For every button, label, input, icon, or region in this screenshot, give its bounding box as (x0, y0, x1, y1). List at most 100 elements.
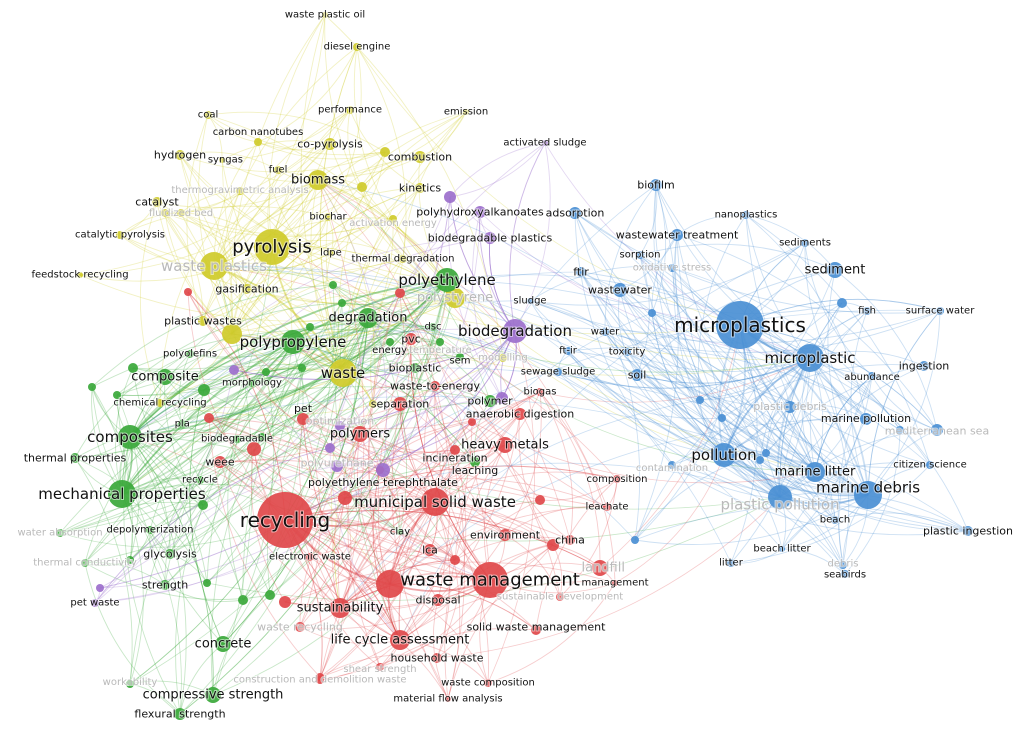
keyword-label[interactable]: household waste (390, 651, 485, 666)
keyword-node[interactable] (325, 443, 335, 453)
adsorption-node[interactable] (569, 207, 581, 219)
plastic-pollution-node[interactable] (768, 485, 792, 509)
optimization-node[interactable] (335, 421, 345, 431)
china-node[interactable] (565, 535, 575, 545)
keyword-node[interactable] (184, 288, 192, 296)
keyword-label[interactable]: concrete (194, 636, 253, 653)
polymers-node[interactable] (352, 426, 368, 442)
biogas-node[interactable] (536, 388, 544, 396)
keyword-node[interactable] (262, 368, 270, 376)
keyword-label[interactable]: weee (204, 455, 236, 470)
polypropylene-node[interactable] (281, 330, 305, 354)
waste-node[interactable] (329, 359, 357, 387)
keyword-label[interactable]: polymer (466, 394, 514, 409)
keyword-label[interactable]: sem (448, 355, 471, 368)
electronic-waste-node[interactable] (306, 553, 314, 561)
performance-node[interactable] (346, 106, 354, 114)
keyword-node[interactable] (756, 456, 764, 464)
keyword-node[interactable] (357, 182, 367, 192)
incineration-node[interactable] (450, 445, 460, 455)
keyword-label[interactable]: construction and demolition waste (232, 674, 407, 687)
keyword-node[interactable] (648, 309, 656, 317)
thermal-conductivity-node[interactable] (81, 559, 89, 567)
keyword-label[interactable]: beach (819, 514, 851, 527)
keyword-label[interactable]: toxicity (608, 346, 647, 359)
keyword-label[interactable]: wastewater (587, 283, 653, 298)
keyword-label[interactable]: material flow analysis (392, 693, 503, 706)
keyword-node[interactable] (198, 384, 210, 396)
keyword-label[interactable]: polypropylene (239, 332, 348, 352)
modelling-node[interactable] (499, 354, 507, 362)
keyword-node[interactable] (316, 676, 324, 684)
household-waste-node[interactable] (432, 653, 442, 663)
keyword-label[interactable]: microplastics (673, 312, 807, 338)
keyword-label[interactable]: plastic pollution (719, 494, 840, 514)
keyword-label[interactable]: biochar (308, 211, 348, 224)
bioplastic-node[interactable] (410, 363, 420, 373)
keyword-label[interactable]: flexural strength (133, 707, 226, 722)
keyword-node[interactable] (468, 418, 476, 426)
leachate-node[interactable] (603, 503, 611, 511)
plastic-ingestion-node[interactable] (963, 526, 973, 536)
keyword-node[interactable] (496, 392, 508, 404)
keyword-label[interactable]: electronic waste (268, 551, 352, 564)
keyword-label[interactable]: kinetics (398, 181, 443, 196)
keyword-node[interactable] (444, 191, 456, 203)
sustainable-development-node[interactable] (556, 593, 564, 601)
thermal-degradation-node[interactable] (399, 255, 407, 263)
strength-node[interactable] (160, 580, 170, 590)
keyword-node[interactable] (279, 596, 291, 608)
feedstock-recycling-node[interactable] (77, 272, 83, 278)
keyword-label[interactable]: plastic ingestion (922, 524, 1014, 539)
pet-node[interactable] (297, 413, 309, 425)
keyword-label[interactable]: wastewater treatment (615, 228, 740, 243)
keyword-label[interactable]: municipal solid waste (353, 492, 517, 512)
keyword-node[interactable] (222, 324, 242, 344)
municipal-solid-waste-node[interactable] (421, 488, 449, 516)
keyword-label[interactable]: catalytic pyrolysis (74, 229, 166, 242)
keyword-label[interactable]: waste-to-energy (389, 379, 482, 394)
debris-node[interactable] (839, 561, 847, 569)
keyword-label[interactable]: heavy metals (460, 437, 550, 454)
keyword-node[interactable] (126, 556, 134, 564)
keyword-label[interactable]: diesel engine (323, 41, 392, 54)
keyword-label[interactable]: workability (102, 676, 159, 689)
keyword-label[interactable]: marine pollution (820, 411, 912, 426)
life-cycle-assessment-node[interactable] (390, 630, 410, 650)
keyword-label[interactable]: activation energy (348, 217, 438, 230)
keyword-label[interactable]: water absorption (16, 527, 103, 540)
keyword-label[interactable]: recycling (239, 507, 331, 533)
keyword-label[interactable]: polyhydroxyalkanoates (415, 205, 545, 220)
polyethylene-terephthalate-node[interactable] (376, 463, 390, 477)
abundance-node[interactable] (868, 372, 876, 380)
polymer-node[interactable] (484, 395, 496, 407)
keyword-node[interactable] (696, 396, 704, 404)
leaching-node[interactable] (470, 457, 480, 467)
biodegradable-plastics-node[interactable] (484, 232, 496, 244)
plastic-wastes-node[interactable] (198, 316, 208, 326)
keyword-label[interactable]: anaerobic digestion (465, 407, 575, 422)
keyword-node[interactable] (837, 298, 847, 308)
keyword-label[interactable]: activated sludge (502, 137, 587, 150)
keyword-label[interactable]: biodegradable plastics (427, 231, 554, 246)
keyword-node[interactable] (265, 590, 275, 600)
nanoplastics-node[interactable] (742, 211, 750, 219)
marine-litter-node[interactable] (805, 462, 825, 482)
keyword-label[interactable]: polyethylene (397, 270, 496, 290)
keyword-label[interactable]: optimization (305, 413, 375, 428)
pet-waste-node[interactable] (91, 599, 99, 607)
keyword-label[interactable]: landfill (580, 560, 625, 577)
composition-node[interactable] (613, 475, 621, 483)
mechanical-properties-node[interactable] (108, 480, 136, 508)
keyword-label[interactable]: temperature (408, 344, 473, 357)
ft-ir-node[interactable] (564, 347, 572, 355)
ftir-node[interactable] (576, 267, 586, 277)
keyword-label[interactable]: solid waste management (466, 619, 607, 634)
keyword-label[interactable]: combustion (387, 150, 453, 165)
keyword-label[interactable]: seabirds (823, 569, 867, 582)
lca-node[interactable] (424, 544, 436, 556)
shear-strength-node[interactable] (376, 663, 384, 671)
waste-plastics-node[interactable] (200, 252, 228, 280)
microplastic-node[interactable] (796, 344, 824, 372)
polyurethane-node[interactable] (331, 460, 343, 472)
